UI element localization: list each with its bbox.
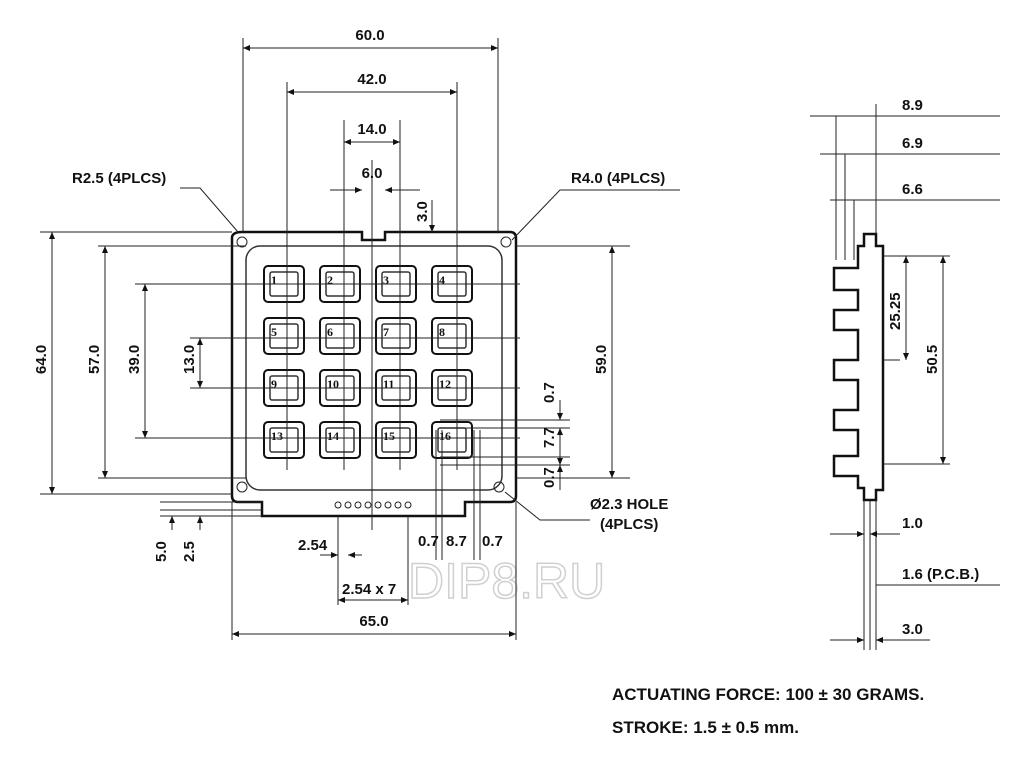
key-label: 13 — [271, 429, 283, 443]
key-label: 3 — [383, 273, 389, 287]
dim-3: 3.0 — [414, 201, 431, 222]
side-dim-pcb: 1.6 (P.C.B.) — [902, 566, 979, 583]
dim-64: 64.0 — [33, 345, 50, 374]
dim-14: 14.0 — [357, 121, 386, 138]
key: 15 — [375, 421, 417, 459]
actuating-force-note: ACTUATING FORCE: 100 ± 30 GRAMS. — [612, 685, 924, 704]
mount-hole — [236, 481, 248, 493]
key-label: 5 — [271, 325, 277, 339]
key: 6 — [319, 317, 361, 355]
dim-254x7: 2.54 x 7 — [342, 581, 396, 598]
side-dim-2525: 25.25 — [887, 292, 904, 330]
dim-07b: 0.7 — [482, 533, 503, 550]
dim-57: 57.0 — [86, 345, 103, 374]
dim-77: 7.7 — [541, 427, 558, 448]
key-label: 10 — [327, 377, 339, 391]
key-label: 8 — [439, 325, 445, 339]
extension-lines — [40, 38, 630, 640]
dim-42: 42.0 — [357, 71, 386, 88]
side-dim-10: 1.0 — [902, 515, 923, 532]
key-label: 7 — [383, 325, 389, 339]
dim-254: 2.54 — [298, 537, 328, 554]
dim-5: 5.0 — [153, 541, 170, 562]
side-dim-66: 6.6 — [902, 181, 923, 198]
dim-13: 13.0 — [181, 345, 198, 374]
dim-hole-count: (4PLCS) — [600, 516, 658, 533]
dim-59: 59.0 — [593, 345, 610, 374]
key: 8 — [431, 317, 473, 355]
dim-60: 60.0 — [355, 27, 384, 44]
stroke-note: STROKE: 1.5 ± 0.5 mm. — [612, 718, 799, 737]
dim-25: 2.5 — [181, 541, 198, 562]
key-label: 2 — [327, 273, 333, 287]
key-label: 12 — [439, 377, 451, 391]
dim-r40: R4.0 (4PLCS) — [571, 170, 665, 187]
dim-65: 65.0 — [359, 613, 388, 630]
side-dim-89: 8.9 — [902, 97, 923, 114]
key: 7 — [375, 317, 417, 355]
dim-87: 8.7 — [446, 533, 467, 550]
dimension-lines — [49, 45, 680, 637]
dim-hole: Ø2.3 HOLE — [590, 496, 668, 513]
watermark: DIP8.RU — [408, 553, 605, 609]
key: 13 — [263, 421, 305, 459]
key-label: 9 — [271, 377, 277, 391]
front-dimension-texts: 60.0 42.0 14.0 6.0 3.0 R2.5 (4PLCS) R4.0… — [33, 27, 668, 630]
side-dim-69: 6.9 — [902, 135, 923, 152]
key-label: 16 — [439, 429, 451, 443]
dim-07-bottom: 0.7 — [541, 467, 558, 488]
dim-r25: R2.5 (4PLCS) — [72, 170, 166, 187]
mount-hole — [500, 236, 512, 248]
key-label: 6 — [327, 325, 333, 339]
key-label: 4 — [439, 273, 445, 287]
key-label: 15 — [383, 429, 395, 443]
key-label: 11 — [383, 377, 394, 391]
mount-hole — [236, 236, 248, 248]
key-label: 14 — [327, 429, 339, 443]
side-dim-505: 50.5 — [924, 345, 941, 374]
side-view: 8.9 6.9 6.6 25.25 50.5 1.0 1.6 (P.C.B.) … — [810, 97, 1000, 650]
side-dim-30: 3.0 — [902, 621, 923, 638]
key: 5 — [263, 317, 305, 355]
pin-row — [334, 501, 412, 509]
dim-07a: 0.7 — [418, 533, 439, 550]
dim-39: 39.0 — [126, 345, 143, 374]
key: 14 — [319, 421, 361, 459]
mount-hole — [493, 481, 505, 493]
dim-6: 6.0 — [362, 165, 383, 182]
dim-07-top: 0.7 — [541, 382, 558, 403]
key-label: 1 — [271, 273, 277, 287]
